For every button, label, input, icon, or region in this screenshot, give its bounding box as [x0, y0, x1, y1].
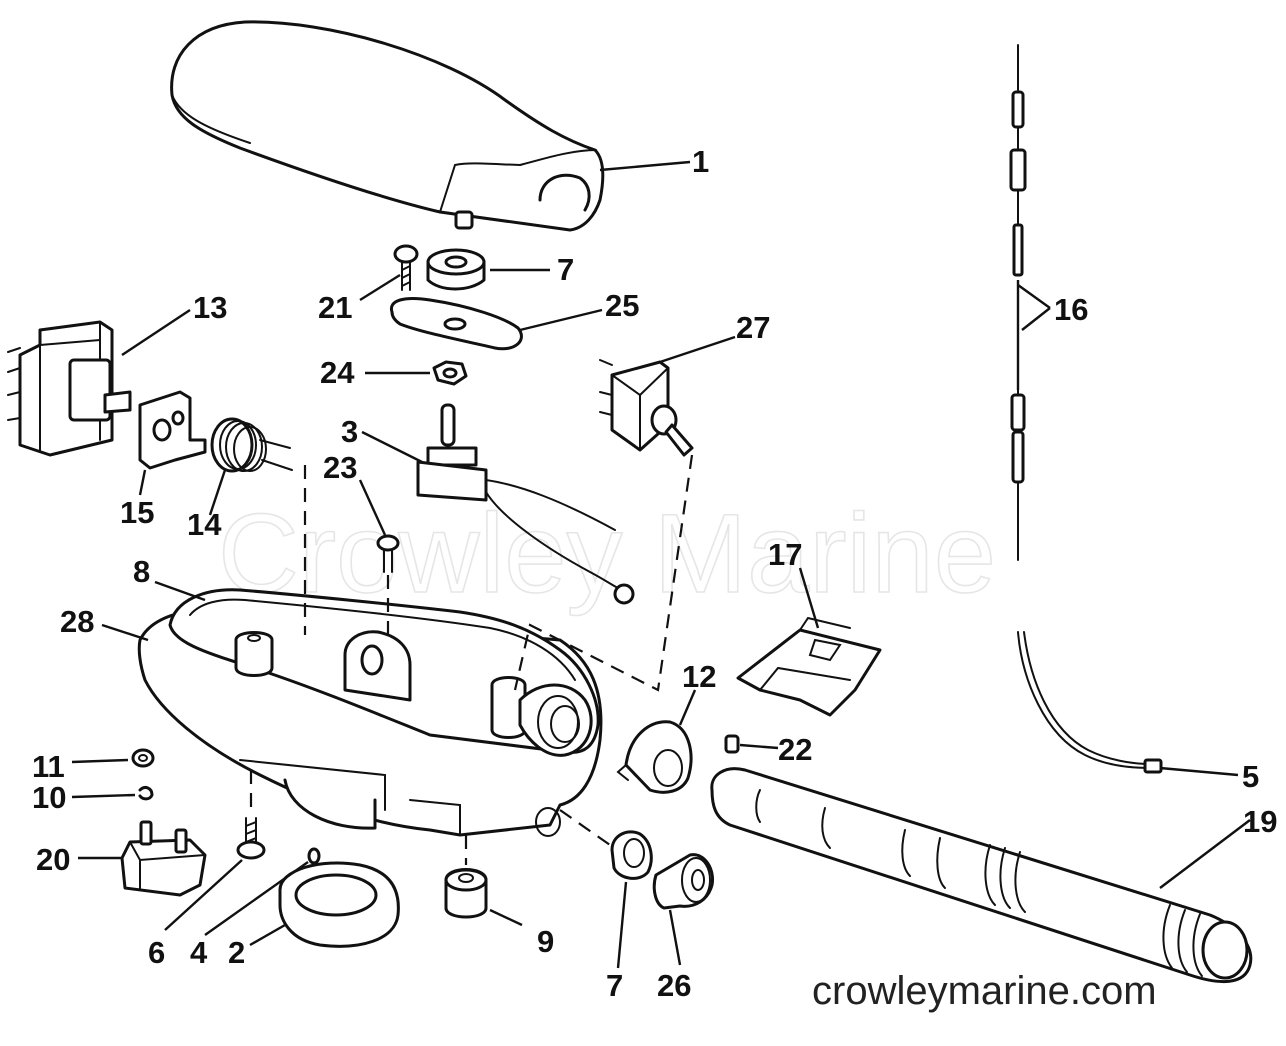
callout-20: 20 [36, 842, 70, 877]
part-6-screw [236, 817, 266, 860]
part-12-collar [616, 720, 693, 794]
callout-23: 23 [323, 450, 357, 485]
leader-lines [71, 160, 1251, 969]
callout-2: 2 [228, 935, 245, 970]
part-15-bracket [138, 390, 207, 470]
part-19-motor-shaft [710, 767, 1253, 984]
alignment-lines [249, 454, 694, 865]
watermark-text: Crowley Marine [218, 491, 996, 616]
callout-27: 27 [736, 310, 770, 345]
callout-14: 14 [187, 507, 222, 542]
part-10-lock-washer [138, 786, 154, 801]
part-25-plate [389, 297, 523, 351]
callout-21: 21 [318, 290, 352, 325]
callout-22: 22 [778, 732, 812, 767]
part-8-upper-housing [168, 588, 600, 757]
part-21-screw [393, 244, 419, 291]
callout-8: 8 [133, 554, 150, 589]
callout-7-lower: 7 [606, 968, 623, 1003]
part-4-pin [307, 847, 321, 865]
part-7-lower-knurled-nut [610, 830, 653, 880]
part-13-directional-switch [7, 320, 132, 457]
part-3-toggle-switch [416, 403, 635, 605]
callout-12: 12 [682, 659, 716, 694]
part-9-bushing [444, 868, 488, 919]
part-7-upper-knurled-nut [426, 248, 486, 291]
part-26-bearing [652, 853, 715, 910]
part-1-top-cover [170, 20, 605, 232]
part-22-set-screw [724, 734, 740, 754]
callout-numbers: 1 7 21 25 13 27 16 24 3 23 15 14 8 17 28… [32, 144, 1277, 1003]
callout-13: 13 [193, 290, 227, 325]
callout-26: 26 [657, 968, 691, 1003]
callout-5: 5 [1242, 759, 1259, 794]
callout-15: 15 [120, 495, 154, 530]
part-24-hex-nut [432, 360, 468, 386]
part-20-circuit-breaker [120, 820, 207, 897]
part-23-screw [376, 534, 400, 573]
callout-3: 3 [341, 414, 358, 449]
part-17-cover-clip [736, 616, 882, 717]
callout-6: 6 [148, 935, 165, 970]
website-url: crowleymarine.com [812, 969, 1157, 1013]
callout-16: 16 [1054, 292, 1088, 327]
part-2-ring [278, 861, 400, 948]
part-14-spring [210, 417, 293, 473]
callout-4: 4 [190, 935, 208, 970]
part-16-wire-harness [1009, 44, 1163, 774]
callout-1: 1 [692, 144, 709, 179]
part-27-toggle-switch [599, 359, 694, 457]
callout-24: 24 [320, 355, 355, 390]
callout-9: 9 [537, 924, 554, 959]
callout-17: 17 [768, 537, 802, 572]
callout-11: 11 [32, 749, 65, 784]
callout-10: 10 [32, 780, 66, 815]
callout-25: 25 [605, 288, 639, 323]
callout-28: 28 [60, 604, 94, 639]
callout-7-upper: 7 [557, 252, 574, 287]
callout-19: 19 [1243, 804, 1277, 839]
part-11-nut [131, 748, 155, 768]
